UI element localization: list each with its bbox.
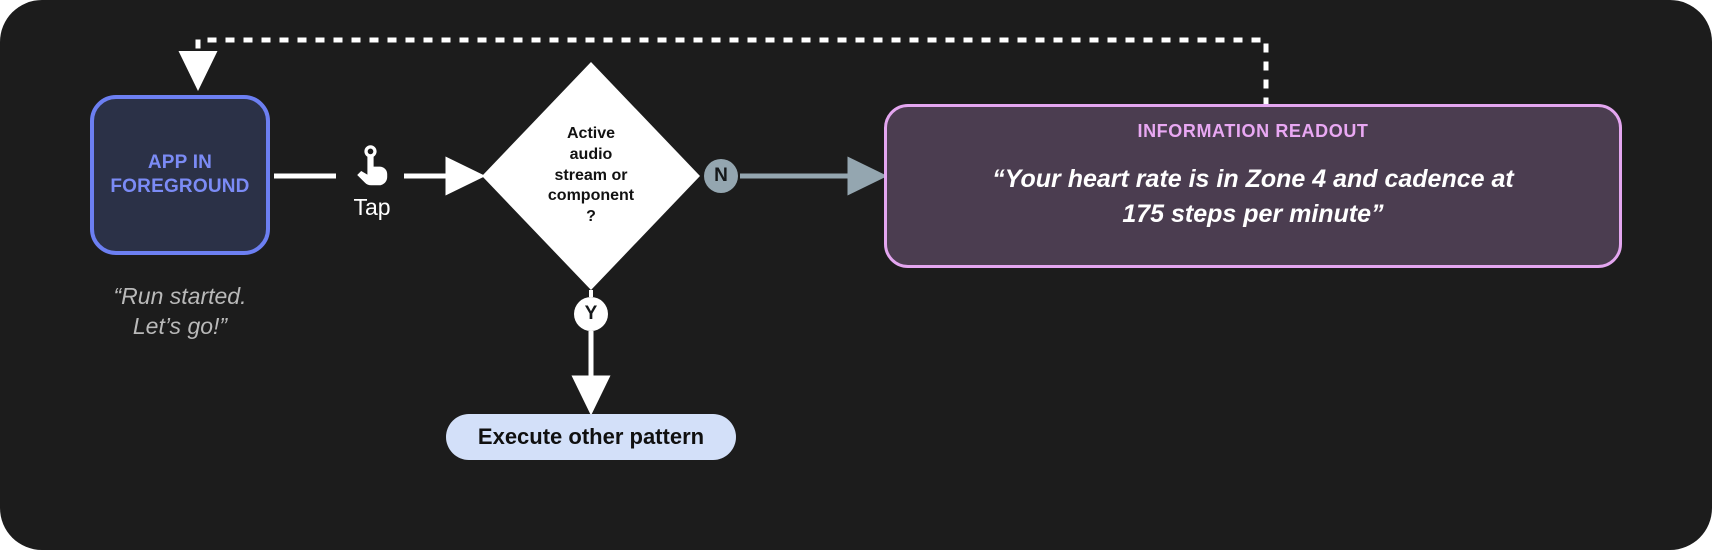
panel-information-readout-body: “Your heart rate is in Zone 4 and cadenc… (956, 162, 1549, 232)
decision-line-5: ? (586, 208, 596, 226)
decision-line-3: stream or (554, 166, 628, 184)
node-app-in-foreground[interactable]: APP IN FOREGROUND (90, 95, 270, 255)
node-execute-other-pattern[interactable]: Execute other pattern (446, 414, 736, 460)
decision-line-4: component (547, 187, 635, 205)
panel-information-readout[interactable]: INFORMATION READOUT “Your heart rate is … (884, 104, 1622, 268)
app-label-line-1: APP IN (147, 151, 213, 173)
app-label-line-2: FOREGROUND (110, 176, 250, 197)
readout-body-line-2: 175 steps per minute” (1122, 200, 1384, 228)
readout-body-line-1: “Your heart rate is in Zone 4 and cadenc… (992, 165, 1514, 193)
branch-badge-no: N (704, 159, 738, 193)
edge-readout-feedback-to-app (178, 37, 1269, 107)
app-caption-line-1: “Run started. (113, 283, 247, 309)
tap-interaction-group[interactable]: Tap (336, 142, 408, 221)
node-app-in-foreground-label: APP IN FOREGROUND (110, 151, 249, 200)
branch-badge-yes: Y (574, 297, 608, 331)
decision-line-2: audio (569, 145, 613, 163)
decision-label: Active audio stream or component ? (482, 124, 700, 228)
decision-line-1: Active (566, 125, 616, 143)
app-caption: “Run started. Let’s go!” (60, 282, 300, 342)
app-caption-line-2: Let’s go!” (132, 312, 228, 339)
node-decision-audio-stream[interactable]: Active audio stream or component ? (482, 62, 700, 290)
tap-gesture-icon (357, 145, 388, 186)
panel-information-readout-title: INFORMATION READOUT (1137, 121, 1369, 141)
tap-label: Tap (353, 194, 391, 220)
